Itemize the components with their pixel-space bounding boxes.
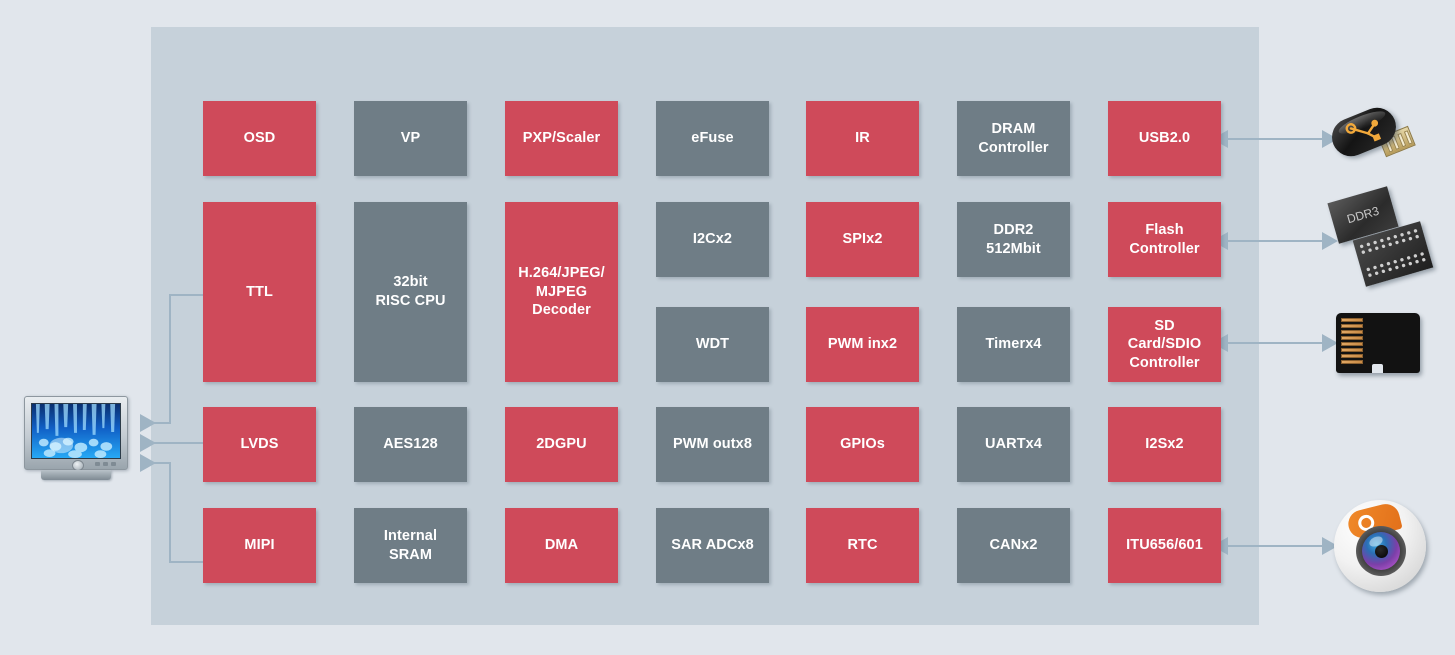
block-usb[interactable]: USB2.0	[1108, 101, 1221, 176]
block-osd[interactable]: OSD	[203, 101, 316, 176]
block-can[interactable]: CANx2	[957, 508, 1070, 583]
block-saradc[interactable]: SAR ADCx8	[656, 508, 769, 583]
block-pwmin[interactable]: PWM inx2	[806, 307, 919, 382]
block-i2s[interactable]: I2Sx2	[1108, 407, 1221, 482]
ddr3-chip-label: DDR3	[1345, 203, 1381, 227]
block-dma[interactable]: DMA	[505, 508, 618, 583]
block-uart[interactable]: UARTx4	[957, 407, 1070, 482]
block-sram[interactable]: Internal SRAM	[354, 508, 467, 583]
block-ddr2[interactable]: DDR2 512Mbit	[957, 202, 1070, 277]
monitor-menu-button-1	[95, 462, 100, 466]
block-gpu[interactable]: 2DGPU	[505, 407, 618, 482]
block-pwmout[interactable]: PWM outx8	[656, 407, 769, 482]
lcd-monitor-icon	[24, 396, 128, 484]
block-aes[interactable]: AES128	[354, 407, 467, 482]
block-ttl[interactable]: TTL	[203, 202, 316, 382]
block-lvds[interactable]: LVDS	[203, 407, 316, 482]
block-codec[interactable]: H.264/JPEG/ MJPEG Decoder	[505, 202, 618, 382]
block-dram[interactable]: DRAM Controller	[957, 101, 1070, 176]
sd-card-notch	[1372, 364, 1383, 373]
monitor-menu-button-2	[103, 462, 108, 466]
camera-module-icon	[1334, 500, 1426, 592]
block-gpios[interactable]: GPIOs	[806, 407, 919, 482]
sd-card-body	[1336, 313, 1420, 373]
monitor-screen	[31, 403, 121, 459]
sd-card-contacts	[1341, 318, 1363, 368]
monitor-menu-button-3	[111, 462, 116, 466]
block-vp[interactable]: VP	[354, 101, 467, 176]
block-rtc[interactable]: RTC	[806, 508, 919, 583]
block-spi[interactable]: SPIx2	[806, 202, 919, 277]
block-mipi[interactable]: MIPI	[203, 508, 316, 583]
block-itu[interactable]: ITU656/601	[1108, 508, 1221, 583]
block-cpu[interactable]: 32bit RISC CPU	[354, 202, 467, 382]
monitor-stand	[41, 470, 111, 480]
camera-lens-aperture	[1375, 545, 1388, 558]
block-efuse[interactable]: eFuse	[656, 101, 769, 176]
microsd-card-icon	[1336, 313, 1420, 375]
block-ir[interactable]: IR	[806, 101, 919, 176]
ddr3-memory-chips-icon: DDR3	[1322, 186, 1442, 288]
ddr3-chip-bga	[1352, 221, 1434, 287]
block-timer[interactable]: Timerx4	[957, 307, 1070, 382]
block-wdt[interactable]: WDT	[656, 307, 769, 382]
block-pxp[interactable]: PXP/Scaler	[505, 101, 618, 176]
camera-lens-glass	[1362, 532, 1400, 570]
usb-logo-icon	[1345, 119, 1382, 142]
usb-flash-drive-icon	[1325, 102, 1423, 167]
camera-body	[1334, 500, 1426, 592]
camera-lens-barrel	[1356, 526, 1406, 576]
block-flash[interactable]: Flash Controller	[1108, 202, 1221, 277]
block-sdio[interactable]: SD Card/SDIO Controller	[1108, 307, 1221, 382]
block-i2c[interactable]: I2Cx2	[656, 202, 769, 277]
monitor-bezel	[24, 396, 128, 471]
